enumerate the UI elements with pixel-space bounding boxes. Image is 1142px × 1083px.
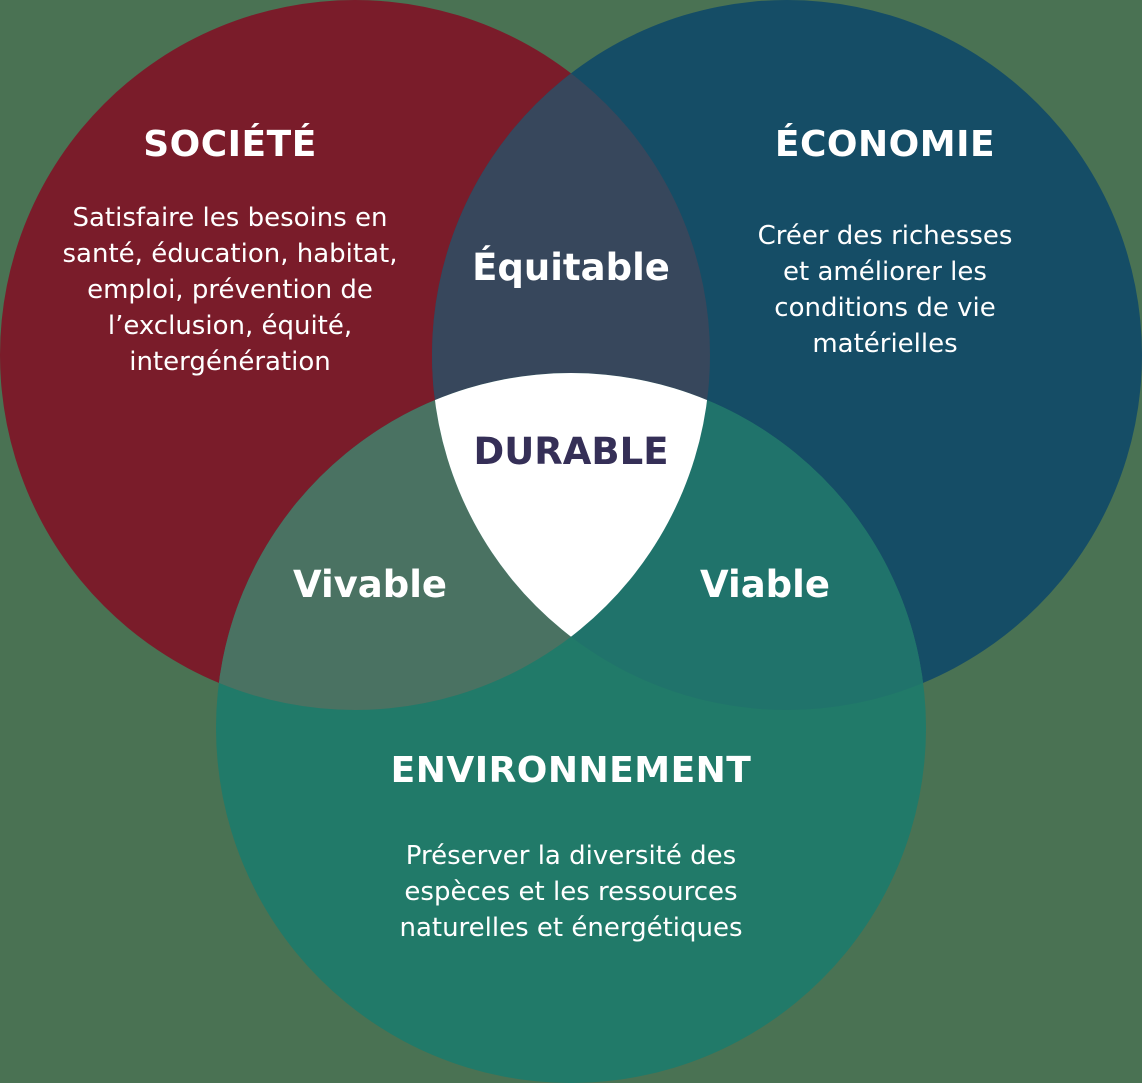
environnement-description: Préserver la diversité des espèces et le… <box>341 838 801 946</box>
economie-title: ÉCONOMIE <box>774 124 996 165</box>
economie-desc-line: conditions de vie <box>774 293 996 323</box>
economie-desc-line: Créer des richesses <box>757 221 1013 251</box>
societe-desc-line: emploi, prévention de <box>87 275 373 305</box>
societe-desc-line: l’exclusion, équité, <box>107 311 353 341</box>
environnement-desc-line: Préserver la diversité des <box>405 841 737 871</box>
economie-description: Créer des richesses et améliorer les con… <box>715 218 1055 362</box>
environnement-desc-line: espèces et les ressources <box>404 877 738 907</box>
societe-desc-line: santé, éducation, habitat, <box>62 239 398 269</box>
economie-desc-line: matérielles <box>812 329 958 359</box>
societe-description: Satisfaire les besoins en santé, éducati… <box>20 200 440 380</box>
societe-desc-line: Satisfaire les besoins en <box>72 203 388 233</box>
societe-title: SOCIÉTÉ <box>143 124 317 165</box>
societe-desc-line: intergénération <box>129 347 331 377</box>
region-viable <box>432 373 926 710</box>
region-vivable <box>216 373 710 710</box>
environnement-desc-line: naturelles et énergétiques <box>399 913 743 943</box>
vivable-label: Vivable <box>292 563 448 606</box>
economie-desc-line: et améliorer les <box>783 257 987 287</box>
durable-label: DURABLE <box>473 430 669 473</box>
equitable-label: Équitable <box>472 246 670 289</box>
viable-label: Viable <box>700 563 830 606</box>
environnement-title: ENVIRONNEMENT <box>390 750 752 791</box>
